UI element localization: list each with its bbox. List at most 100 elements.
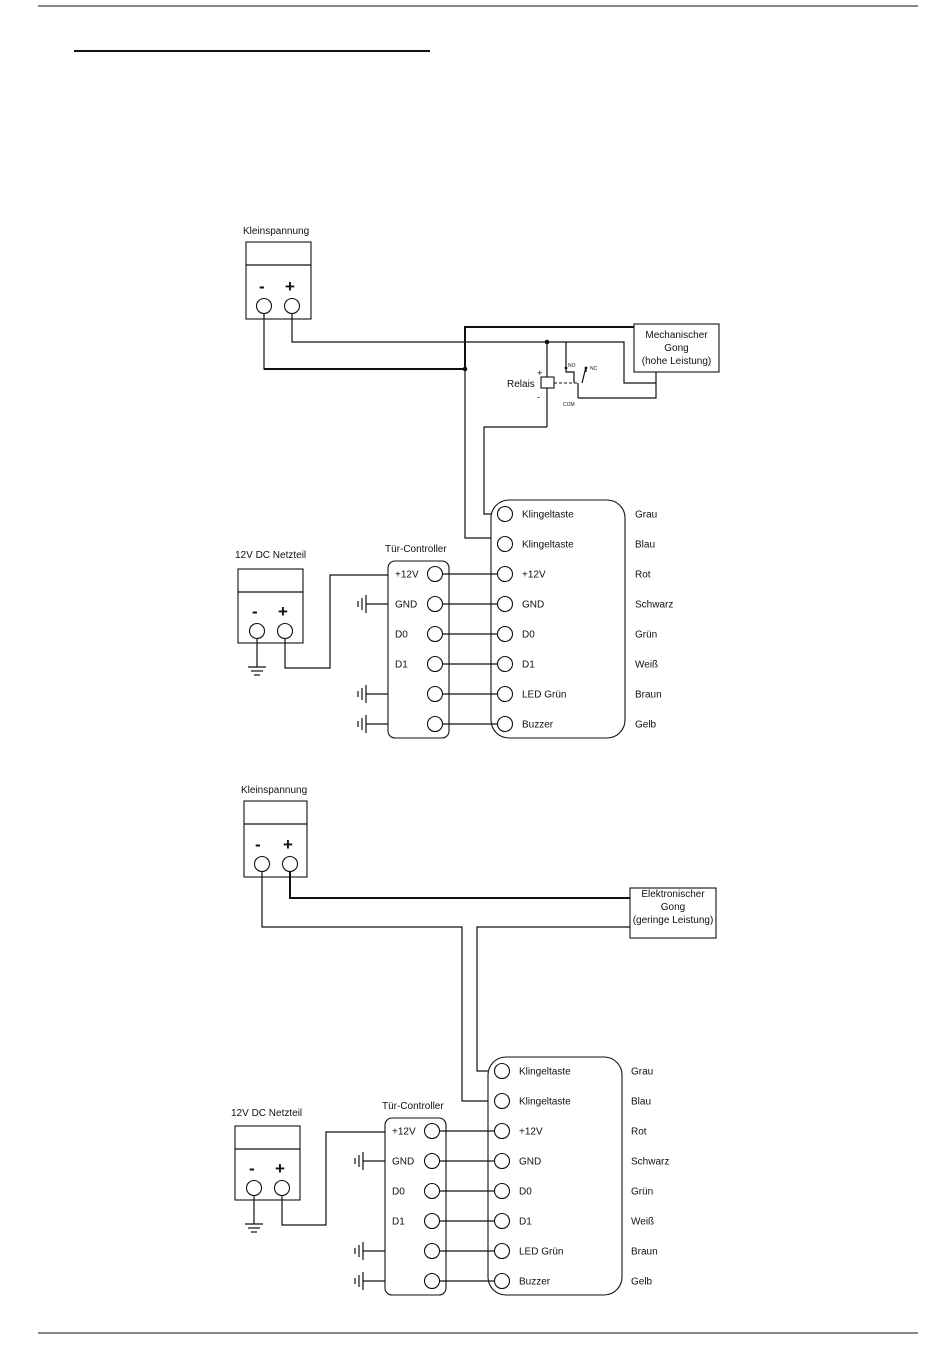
wire-color-label: Schwarz — [635, 600, 673, 611]
wire-color-label: Braun — [631, 1247, 658, 1258]
wire-color-label: Grau — [635, 510, 657, 521]
reader-pin-3 — [496, 565, 514, 583]
reader-pin-4 — [493, 1152, 511, 1170]
controller-pin-label: +12V — [392, 1127, 416, 1138]
wire-color-label: Grün — [631, 1187, 653, 1198]
contact-com: COM — [563, 402, 575, 408]
controller-pin-4 — [423, 1212, 441, 1230]
reader-pin-label: GND — [522, 600, 544, 611]
psu-terminal-plus — [276, 622, 294, 640]
wire-color-label: Weiß — [635, 660, 658, 671]
plus-sign: + — [283, 835, 293, 854]
controller-label: Tür-Controller — [382, 1101, 444, 1112]
reader-pin-label: Klingeltaste — [522, 540, 574, 551]
wire-color-label: Grau — [631, 1067, 653, 1078]
low-voltage-source: Kleinspannung - + — [243, 226, 312, 320]
chime-line-1: Elektronischer — [641, 889, 705, 900]
wire-color-label: Rot — [635, 570, 651, 581]
reader-pin-label: Klingeltaste — [522, 510, 574, 521]
reader-pin-8 — [496, 715, 514, 733]
psu-terminal-plus — [273, 1179, 291, 1197]
controller-pin-label: GND — [392, 1157, 414, 1168]
reader-pin-1 — [496, 505, 514, 523]
relay-minus: - — [537, 392, 540, 403]
controller-pin-6 — [423, 1272, 441, 1290]
reader-pin-label: LED Grün — [519, 1247, 563, 1258]
contact-nc: NC — [590, 366, 598, 372]
reader-pin-2 — [493, 1092, 511, 1110]
plus-sign: + — [285, 277, 295, 296]
controller-pin-1 — [423, 1122, 441, 1140]
contact-no: NO — [568, 363, 576, 369]
wire-color-label: Schwarz — [631, 1157, 669, 1168]
relay: Relais + - NO NC COM — [507, 339, 598, 427]
reader-pin-5 — [496, 625, 514, 643]
electronic-chime: Elektronischer Gong (geringe Leistung) — [629, 887, 717, 939]
reader-pin-8 — [493, 1272, 511, 1290]
psu-minus: - — [249, 1159, 255, 1178]
controller-pin-1 — [426, 565, 444, 583]
reader-pin-1 — [493, 1062, 511, 1080]
chime-line-2: Gong — [661, 902, 685, 913]
reader-pin-label: Klingeltaste — [519, 1097, 571, 1108]
controller-pin-label: D0 — [392, 1187, 405, 1198]
reader-pin-6 — [496, 655, 514, 673]
wire-color-label: Grün — [635, 630, 657, 641]
chime-line-2: Gong — [664, 343, 688, 354]
mechanical-chime: Mechanischer Gong (hohe Leistung) — [633, 323, 720, 373]
minus-sign: - — [255, 835, 261, 854]
wire-color-label: Gelb — [631, 1277, 653, 1288]
controller-pin-3 — [423, 1182, 441, 1200]
reader-pin-7 — [496, 685, 514, 703]
reader-pin-2 — [496, 535, 514, 553]
reader-pin-label: +12V — [519, 1127, 543, 1138]
psu-minus: - — [252, 602, 258, 621]
low-voltage-label: Kleinspannung — [243, 226, 309, 237]
reader-pin-label: D0 — [522, 630, 535, 641]
psu-plus: + — [278, 602, 288, 621]
reader-pin-label: +12V — [522, 570, 546, 581]
low-voltage-source: Kleinspannung - + — [241, 785, 308, 878]
relay-coil — [540, 376, 555, 389]
reader-pin-7 — [493, 1242, 511, 1260]
reader-pin-4 — [496, 595, 514, 613]
reader-pin-label: D1 — [519, 1217, 532, 1228]
controller-pin-2 — [426, 595, 444, 613]
reader-pin-5 — [493, 1182, 511, 1200]
controller-pin-4 — [426, 655, 444, 673]
terminal-plus — [281, 855, 299, 873]
wire-color-label: Weiß — [631, 1217, 654, 1228]
minus-sign: - — [259, 277, 265, 296]
reader-pin-label: GND — [519, 1157, 541, 1168]
terminal-minus — [253, 855, 271, 873]
psu: 12V DC Netzteil - + — [235, 550, 306, 676]
diagram-mechanical-chime: Kleinspannung - + Mechanischer Gong (hoh… — [235, 226, 720, 739]
psu-terminal-minus — [245, 1179, 263, 1197]
controller-pin-2 — [423, 1152, 441, 1170]
wire-color-label: Blau — [635, 540, 655, 551]
reader-pin-label: D1 — [522, 660, 535, 671]
reader-pin-label: D0 — [519, 1187, 532, 1198]
psu-terminal-minus — [248, 622, 266, 640]
chime-line-3: (geringe Leistung) — [633, 915, 714, 926]
controller-pin-label: GND — [395, 600, 417, 611]
controller-pin-label: D0 — [395, 630, 408, 641]
controller-pin-label: +12V — [395, 570, 419, 581]
wire-color-label: Braun — [635, 690, 662, 701]
terminal-minus — [255, 297, 273, 315]
reader-pin-label: LED Grün — [522, 690, 566, 701]
reader-pin-6 — [493, 1212, 511, 1230]
controller-pin-6 — [426, 715, 444, 733]
reader-pin-label: Buzzer — [519, 1277, 551, 1288]
reader-pin-label: Klingeltaste — [519, 1067, 571, 1078]
controller-pin-3 — [426, 625, 444, 643]
psu: 12V DC Netzteil - + — [231, 1108, 302, 1233]
terminal-plus — [283, 297, 301, 315]
psu-plus: + — [275, 1159, 285, 1178]
wire-color-label: Blau — [631, 1097, 651, 1108]
